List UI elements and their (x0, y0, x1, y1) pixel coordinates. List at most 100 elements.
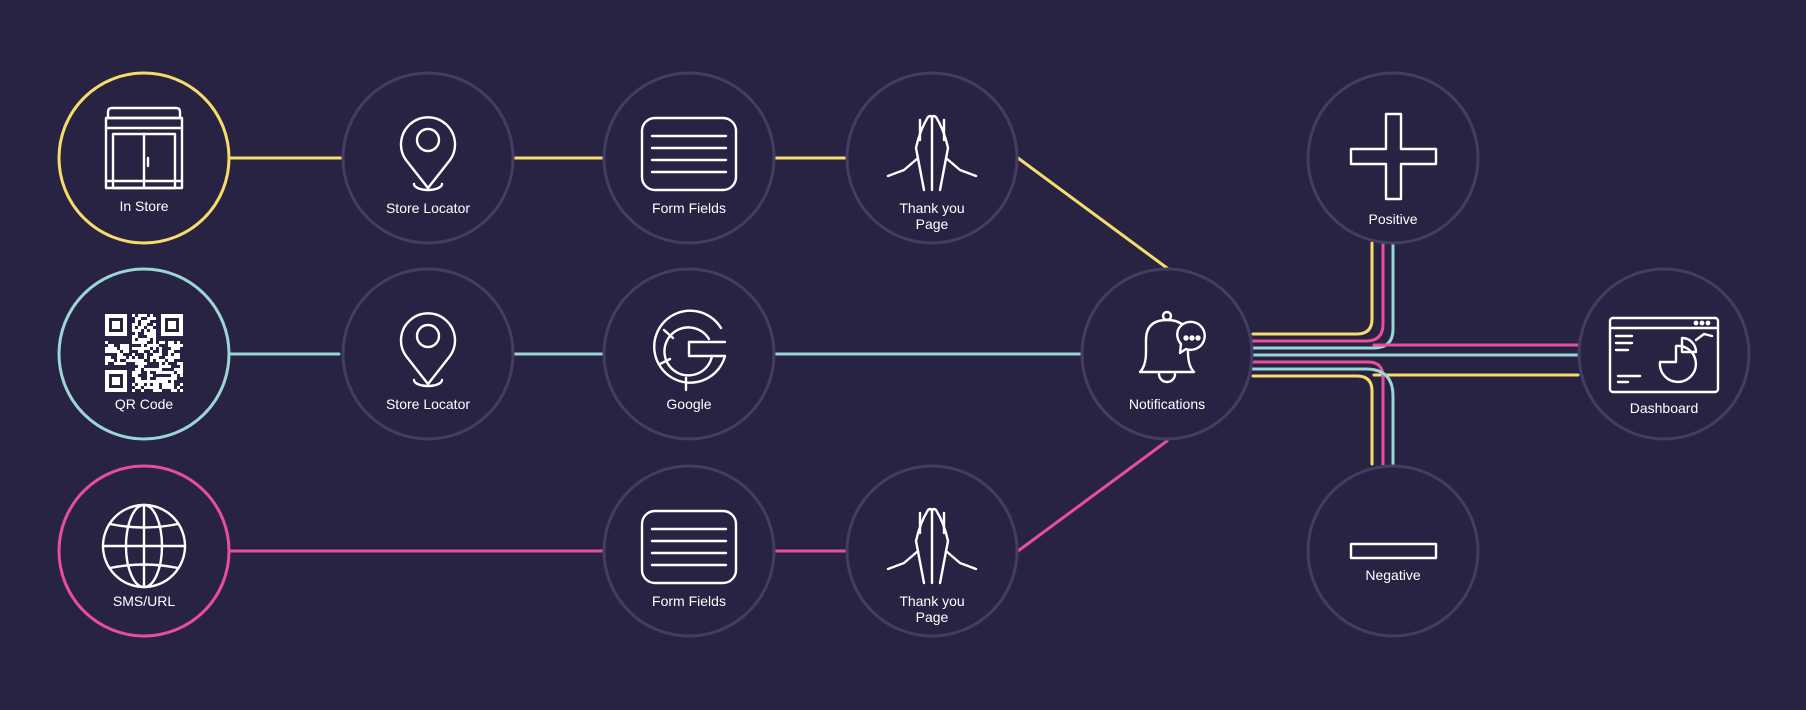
qr-module (117, 350, 120, 353)
qr-module (171, 356, 174, 359)
route-notifications-to-positive-teal (1251, 241, 1395, 350)
qr-module (150, 314, 153, 317)
node-form-fields-1-label: Form Fields (652, 200, 726, 216)
qr-module (171, 344, 174, 347)
bell-icon (1138, 310, 1206, 384)
qr-module (177, 353, 180, 356)
qr-module (105, 362, 108, 365)
qr-module (147, 383, 150, 386)
qr-module (159, 365, 162, 368)
qr-module (174, 347, 177, 350)
qr-module (159, 368, 162, 371)
qr-module (144, 362, 147, 365)
qr-module (150, 374, 153, 377)
qr-module (135, 317, 138, 320)
qr-module (144, 380, 147, 383)
qr-module (129, 356, 132, 359)
qr-module (138, 329, 141, 332)
qr-module (153, 335, 156, 338)
qr-module (144, 320, 147, 323)
qr-module (156, 344, 159, 347)
qr-module (153, 317, 156, 320)
qr-module (177, 371, 180, 374)
qr-module (144, 356, 147, 359)
qr-module (147, 320, 150, 323)
node-negative-label: Negative (1365, 567, 1420, 583)
qr-module (111, 350, 114, 353)
connector-thank-you-2-to-notifications (1016, 439, 1169, 553)
qr-module (174, 377, 177, 380)
qr-module (165, 371, 168, 374)
node-store-locator-2-label: Store Locator (386, 396, 470, 412)
node-positive-label: Positive (1368, 211, 1417, 227)
google-icon (653, 309, 727, 392)
qr-module (141, 314, 144, 317)
qr-module (156, 389, 159, 392)
qr-module (150, 326, 153, 329)
qr-module (147, 374, 150, 377)
qr-module (135, 377, 138, 380)
minus-icon (1349, 542, 1438, 560)
qr-module (150, 386, 153, 389)
node-google-label: Google (666, 396, 711, 412)
qr-module (144, 341, 147, 344)
qr-module (180, 374, 183, 377)
qr-module (132, 359, 135, 362)
qr-module (171, 371, 174, 374)
node-store-locator-1: Store Locator (341, 71, 515, 245)
qr-module (123, 344, 126, 347)
node-ring (1080, 267, 1254, 441)
qr-module (165, 383, 168, 386)
qr-module (126, 359, 129, 362)
connectors (228, 156, 1580, 553)
qr-module (141, 323, 144, 326)
qr-module (132, 371, 135, 374)
qr-module (177, 341, 180, 344)
qr-module (126, 350, 129, 353)
qr-module (159, 362, 162, 365)
qr-module (108, 350, 111, 353)
qr-module (153, 383, 156, 386)
qr-module (135, 335, 138, 338)
node-ring (57, 464, 231, 638)
qr-module (105, 356, 108, 359)
qr-module (156, 353, 159, 356)
qr-module (177, 356, 180, 359)
qr-module (180, 389, 183, 392)
qr-module (138, 368, 141, 371)
qr-module (168, 359, 171, 362)
qr-module (156, 377, 159, 380)
qr-module (114, 350, 117, 353)
node-ring (341, 71, 515, 245)
qr-module (147, 371, 150, 374)
qr-module (171, 386, 174, 389)
qr-module (135, 362, 138, 365)
qr-module (162, 341, 165, 344)
qr-module (117, 353, 120, 356)
route-notifications-to-positive-yellow (1251, 241, 1374, 336)
qr-module (147, 338, 150, 341)
qr-module (135, 323, 138, 326)
qr-module (162, 377, 165, 380)
qr-module (174, 353, 177, 356)
qr-module (135, 320, 138, 323)
node-store-locator-2: Store Locator (341, 267, 515, 441)
qr-module (177, 362, 180, 365)
qr-module (177, 386, 180, 389)
qr-module (135, 329, 138, 332)
qr-module (105, 341, 108, 344)
node-qr-code-label: QR Code (115, 396, 174, 412)
qr-module (180, 371, 183, 374)
qr-module (156, 386, 159, 389)
qr-module (165, 365, 168, 368)
qr-module (159, 347, 162, 350)
qr-module (180, 344, 183, 347)
node-google: Google (602, 267, 776, 441)
qr-module (147, 344, 150, 347)
route-notifications-to-negative-yellow (1251, 374, 1374, 466)
qr-module (177, 344, 180, 347)
node-thank-you-1-label-line-1: Thank you (899, 200, 964, 216)
qr-module (138, 317, 141, 320)
qr-module (135, 356, 138, 359)
